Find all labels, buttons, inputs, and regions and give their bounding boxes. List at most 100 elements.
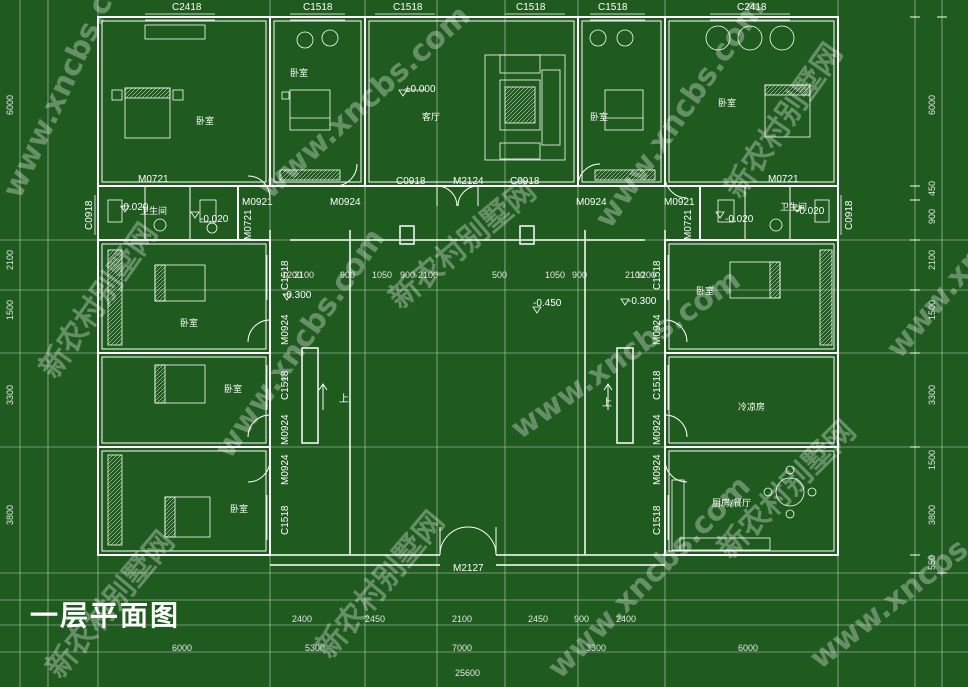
opening-labels: C2418 C1518 C1518 C1518 C1518 C2418 M072… [84, 2, 855, 574]
dimension-value: 3800 [5, 505, 15, 525]
room-label-bedroom: 卧室 [224, 383, 242, 395]
stair-up-label: 上 [339, 393, 349, 405]
watermark-url: www.xncbs.com [208, 222, 392, 464]
dimension-value: 1500 [927, 450, 937, 470]
level-yard: -0.450 [533, 298, 562, 309]
dimension-value: 2450 [365, 614, 385, 624]
dimension-value: 2100 [625, 270, 645, 280]
right-dimension-ticks [910, 16, 947, 574]
stair-arrows [318, 383, 613, 410]
label-m0924: M0924 [280, 454, 291, 485]
dimension-value: 6000 [172, 643, 192, 653]
label-c1518: C1518 [280, 370, 291, 400]
room-label-storage: 冷凉房 [738, 401, 765, 413]
drawing-title: 一层平面图 [30, 599, 181, 632]
dimension-value: 500 [492, 270, 507, 280]
label-c1518: C1518 [652, 505, 663, 535]
dimension-value: 1500 [5, 300, 15, 320]
label-m0921: M0921 [242, 197, 273, 208]
dimension-value: 5300 [305, 643, 325, 653]
label-c1518: C1518 [652, 260, 663, 290]
watermark-url: www.xncbs.com [0, 0, 142, 203]
label-m0721: M0721 [243, 209, 254, 240]
label-m0924: M0924 [652, 454, 663, 485]
label-c0918: C0918 [844, 200, 855, 230]
dimension-value: 1200 [282, 270, 302, 280]
inner-walls [101, 20, 835, 552]
room-label-bedroom: 卧室 [290, 67, 308, 79]
dimension-total: 25600 [455, 668, 480, 678]
room-label-bedroom: 卧室 [180, 317, 198, 329]
room-label-bedroom: 卧室 [196, 115, 214, 127]
label-c1518: C1518 [516, 2, 546, 13]
room-label-bedroom: 卧室 [590, 111, 608, 123]
dimension-value: 900 [927, 209, 937, 224]
furniture [107, 24, 833, 551]
label-m0721: M0721 [683, 209, 694, 240]
dimension-value: 7000 [452, 643, 472, 653]
dimension-value: 2450 [528, 614, 548, 624]
windows [94, 13, 842, 540]
dimension-value: 2100 [418, 270, 438, 280]
dimension-value: 1200 [636, 270, 656, 280]
dimension-value: 1050 [545, 270, 565, 280]
dimension-value: 2400 [292, 614, 312, 624]
label-m0924: M0924 [280, 314, 291, 345]
dimension-value: 1500 [927, 300, 937, 320]
level-bath: -0.020 [725, 214, 754, 225]
dimension-value: 6000 [927, 95, 937, 115]
room-label-bedroom: 卧室 [718, 97, 736, 109]
watermark-cn: 新农村别墅网 [383, 174, 543, 317]
level-labels: ±0.000 -0.300 -0.450 -0.300 -0.020 -0.02… [120, 84, 825, 409]
level-corridor-right: -0.300 [628, 296, 657, 307]
label-m0924: M0924 [576, 197, 607, 208]
level-bath: -0.020 [120, 202, 149, 213]
dimension-value: 900 [572, 270, 587, 280]
dimension-value: 6000 [738, 643, 758, 653]
label-c0918: C0918 [84, 200, 95, 230]
dimension-row-bottom-2: 6000 5300 7000 3300 6000 [172, 643, 758, 653]
label-c2418: C2418 [737, 2, 767, 13]
dimension-value: 900 [400, 270, 415, 280]
room-label-bedroom: 卧室 [230, 503, 248, 515]
level-bath: -0.020 [200, 214, 229, 225]
level-living: ±0.000 [405, 84, 436, 95]
watermark-cn: 新农村别墅网 [309, 505, 452, 665]
dimension-value: 450 [927, 181, 937, 196]
dimension-value: 6000 [5, 95, 15, 115]
room-label-living: 客厅 [422, 111, 440, 123]
level-bath: -0.020 [796, 206, 825, 217]
label-m0924: M0924 [652, 314, 663, 345]
label-m0924: M0924 [652, 414, 663, 445]
dimension-value: 3300 [927, 385, 937, 405]
dimension-value: 2100 [927, 250, 937, 270]
label-m0924: M0924 [280, 414, 291, 445]
label-c1518: C1518 [652, 370, 663, 400]
label-c0918: C0918 [510, 176, 540, 187]
room-label-kitchen: 厨房/餐厅 [712, 497, 751, 509]
dimension-value: 3300 [586, 643, 606, 653]
room-label-bath: 卫生间 [780, 201, 807, 213]
room-labels: 卧室 卧室 客厅 卧室 卧室 卧室 卧室 卧室 卧室 冷凉房 厨房/餐厅 卫生间… [140, 67, 807, 515]
label-c0918: C0918 [396, 176, 426, 187]
dimension-value: 2400 [616, 614, 636, 624]
label-c1518: C1518 [598, 2, 628, 13]
dimension-value: 3300 [5, 385, 15, 405]
dimension-value: 900 [340, 270, 355, 280]
living-door [436, 185, 479, 207]
level-markers [120, 89, 802, 314]
dimension-value: 2100 [294, 270, 314, 280]
dimension-value: 1050 [372, 270, 392, 280]
dimension-value: 550 [927, 555, 937, 570]
stair-up-label: 上 [602, 397, 612, 409]
label-m2124: M2124 [453, 176, 484, 187]
label-m0721: M0721 [768, 174, 799, 185]
label-c1518: C1518 [303, 2, 333, 13]
dimension-value: 2100 [452, 614, 472, 624]
watermark-url: www.xncbs.com [879, 135, 968, 365]
